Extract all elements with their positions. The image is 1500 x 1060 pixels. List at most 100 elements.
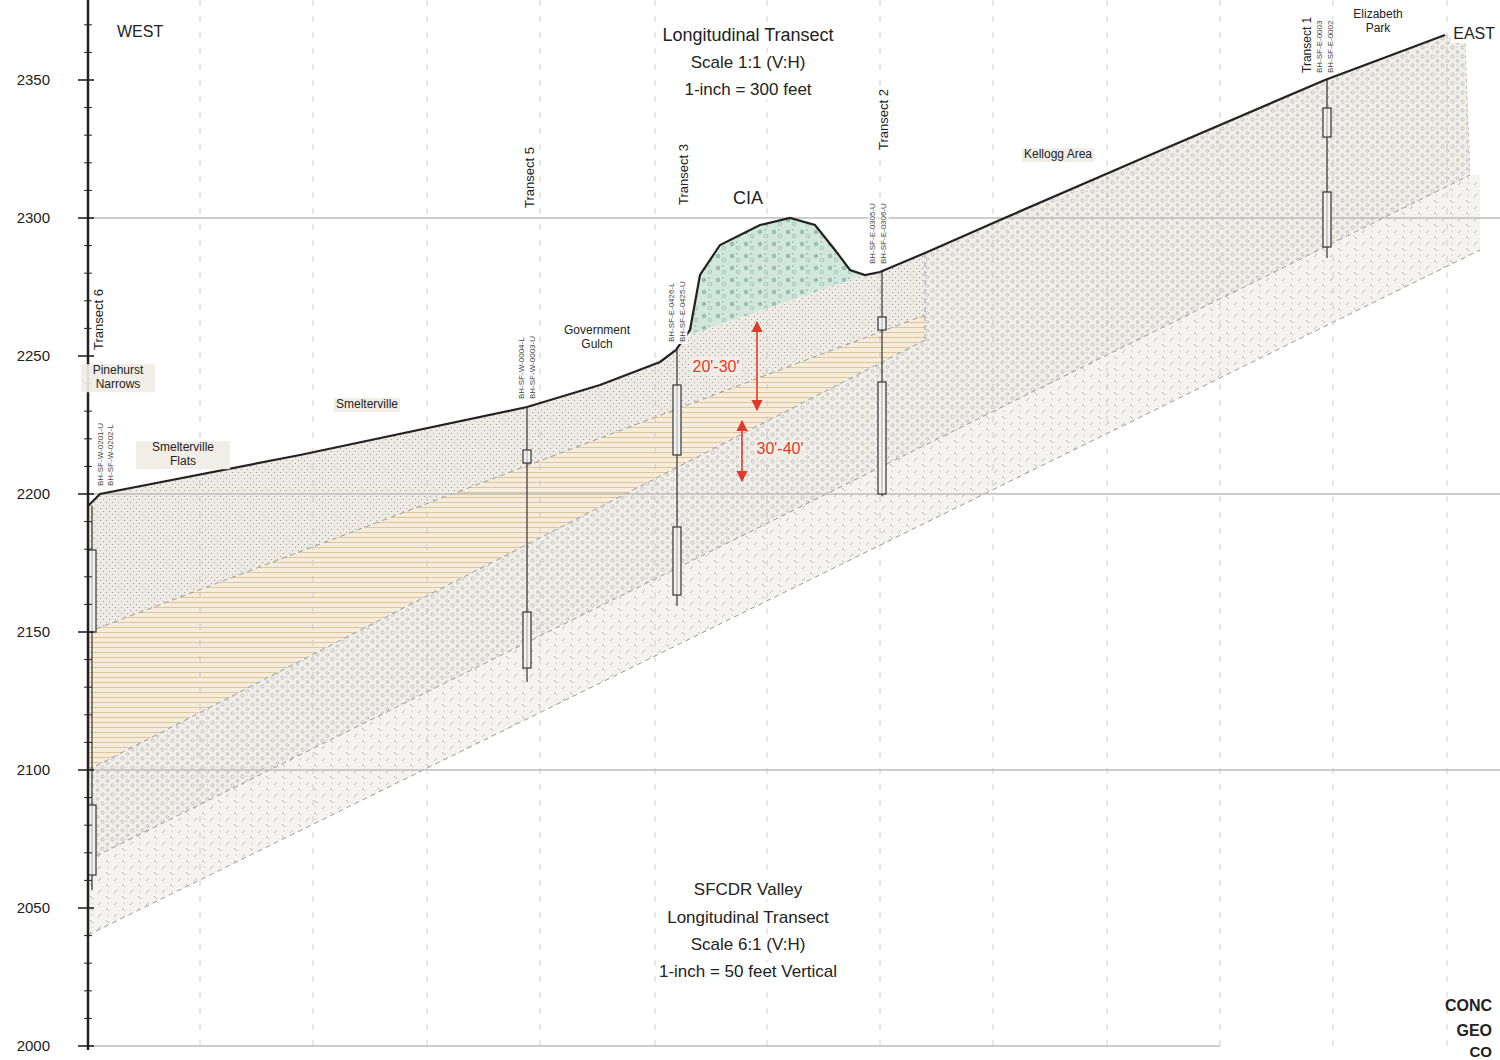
axis-tick	[84, 742, 92, 743]
screen-centerline	[677, 385, 678, 455]
transect-label: BH-SF-E-0426-L	[667, 280, 676, 344]
elevation-axis	[78, 0, 94, 1050]
well-screen	[878, 382, 886, 494]
axis-tick	[84, 245, 92, 246]
grid-line	[1333, 0, 1334, 1046]
axis-tick	[84, 52, 92, 53]
layer-boundary	[88, 340, 925, 770]
grid-line	[1447, 0, 1448, 1046]
axis-tick	[84, 438, 92, 439]
dimension-arrow	[741, 421, 743, 481]
transect-label: Transect 2	[877, 87, 892, 152]
transect-label: BH-SF-E-0425-U	[678, 279, 687, 344]
well-screen	[1323, 108, 1331, 137]
axis-tick	[84, 521, 92, 522]
elevation-label: 2200	[15, 485, 52, 502]
transect-label: BH-SF-W-0003-U	[528, 334, 537, 401]
axis-tick	[84, 135, 92, 136]
coarse-layer	[88, 35, 1470, 860]
grid-line	[993, 0, 994, 1046]
elevation-label: 2350	[15, 71, 52, 88]
grid-line	[1107, 0, 1108, 1046]
grid-line	[540, 0, 541, 1046]
annotation-label: Government Gulch	[555, 324, 639, 352]
well-screen	[673, 385, 681, 455]
grid-line	[88, 493, 1500, 495]
annotation-label: Scale 6:1 (V:H)	[689, 935, 808, 955]
axis-tick	[84, 24, 92, 25]
grid-line	[427, 0, 428, 1046]
axis-tick	[84, 576, 92, 577]
cia-fill	[690, 218, 870, 335]
transect-label: BH-SF-W-0004-L	[517, 335, 526, 401]
screen-centerline	[527, 612, 528, 668]
annotation-label: Elizabeth Park	[1345, 8, 1411, 36]
axis-tick	[78, 217, 94, 219]
axis-tick	[84, 935, 92, 936]
annotation-label: CONC	[1443, 997, 1494, 1015]
ground-surface	[88, 35, 1445, 506]
well-screen	[673, 527, 681, 595]
axis-tick	[84, 273, 92, 274]
axis-tick	[78, 769, 94, 771]
annotation-label: SFCDR Valley	[692, 880, 804, 900]
screen-centerline	[882, 317, 883, 330]
transect-label: Transect 6	[92, 287, 107, 352]
grid-line	[88, 769, 1500, 771]
axis-tick	[84, 107, 92, 108]
axis-tick	[78, 493, 94, 495]
axis-tick	[84, 190, 92, 191]
transect-label: BH-SF-W-0202-L	[106, 422, 115, 488]
annotation-label: CIA	[731, 188, 765, 209]
grid-line	[1220, 0, 1221, 1046]
grid-line	[200, 0, 201, 1046]
axis-tick	[84, 963, 92, 964]
transect-label: Transect 3	[677, 142, 692, 207]
annotation-label: GEO	[1454, 1022, 1494, 1040]
layer-boundary	[1445, 35, 1470, 175]
axis-tick	[78, 79, 94, 81]
well-screen	[523, 612, 531, 668]
axis-tick	[84, 687, 92, 688]
axis-tick	[84, 714, 92, 715]
axis-tick	[84, 604, 92, 605]
dimension-arrow	[756, 322, 758, 410]
well-screen	[523, 450, 531, 463]
screen-centerline	[527, 450, 528, 463]
elevation-label: 2150	[15, 623, 52, 640]
grid-line	[313, 0, 314, 1046]
screen-centerline	[92, 805, 93, 875]
transect-label: BH-SF-W-0201-U	[96, 421, 105, 488]
transect-label: BH-SF-E-0306-U	[879, 201, 888, 266]
axis-tick	[84, 549, 92, 550]
screen-centerline	[882, 382, 883, 494]
elevation-label: 2100	[15, 761, 52, 778]
axis-tick	[84, 990, 92, 991]
axis-tick	[84, 797, 92, 798]
axis-tick	[84, 852, 92, 853]
annotation-label: Smelterville Flats	[136, 441, 230, 469]
axis-tick	[78, 355, 94, 357]
screen-centerline	[677, 527, 678, 595]
sand-layer	[88, 253, 925, 632]
layer-boundary	[925, 253, 926, 340]
boreholes	[88, 80, 1331, 890]
screen-centerline	[92, 550, 93, 632]
transect-label: Transect 5	[523, 145, 538, 210]
well-screen	[1323, 192, 1331, 247]
layer-boundary	[88, 175, 1470, 860]
annotation-label: Kellogg Area	[1022, 148, 1094, 162]
axis-tick	[84, 411, 92, 412]
transect-label: BH-SF-E-0305-U	[868, 201, 877, 266]
elevation-label: 2000	[15, 1037, 52, 1054]
elevation-label: 2050	[15, 899, 52, 916]
axis-tick	[84, 659, 92, 660]
annotation-label: Pinehurst Narrows	[81, 364, 155, 392]
annotation-label: WEST	[115, 23, 165, 41]
annotation-label: 20'-30'	[690, 358, 741, 376]
axis-tick	[84, 162, 92, 163]
axis-tick	[84, 880, 92, 881]
annotation-label: EAST	[1451, 25, 1497, 43]
annotation-label: Smelterville	[334, 398, 400, 412]
